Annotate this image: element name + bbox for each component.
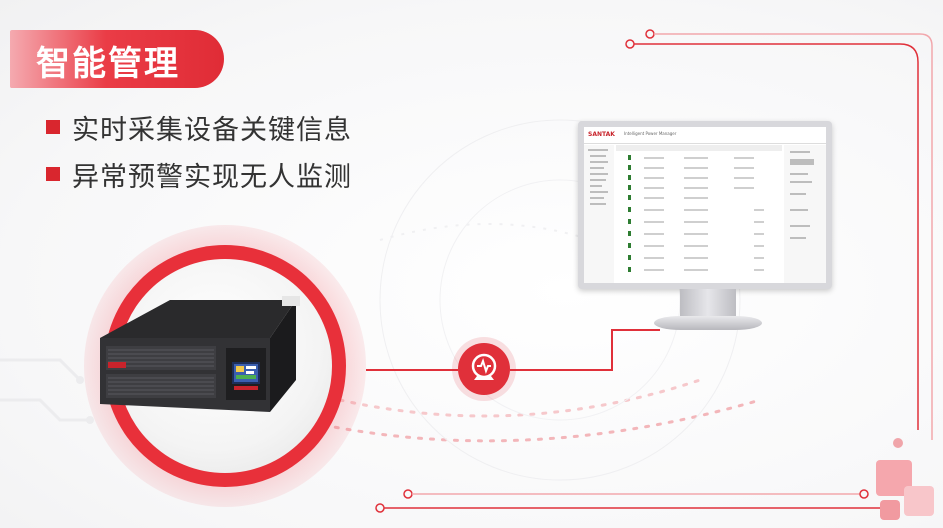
decor-square-3	[880, 500, 900, 520]
bullet-text-2: 异常预警实现无人监测	[72, 162, 352, 193]
monitor-screen: SANTAK Intelligent Power Manager	[584, 127, 826, 283]
page-title: 智能管理	[36, 44, 180, 84]
monitor-base	[654, 316, 762, 330]
title-badge	[10, 30, 224, 88]
bullet-marker-2	[46, 167, 60, 181]
screen-logo: SANTAK	[588, 131, 615, 138]
bullet-marker-1	[46, 120, 60, 134]
decor-dot	[893, 438, 903, 448]
screen-app-title: Intelligent Power Manager	[624, 131, 677, 136]
screen-table	[584, 143, 826, 283]
bullet-text-1: 实时采集设备关键信息	[72, 115, 352, 146]
monitor-signal-icon	[458, 343, 510, 395]
monitor-stand	[680, 289, 736, 319]
decor-square-2	[904, 486, 934, 516]
